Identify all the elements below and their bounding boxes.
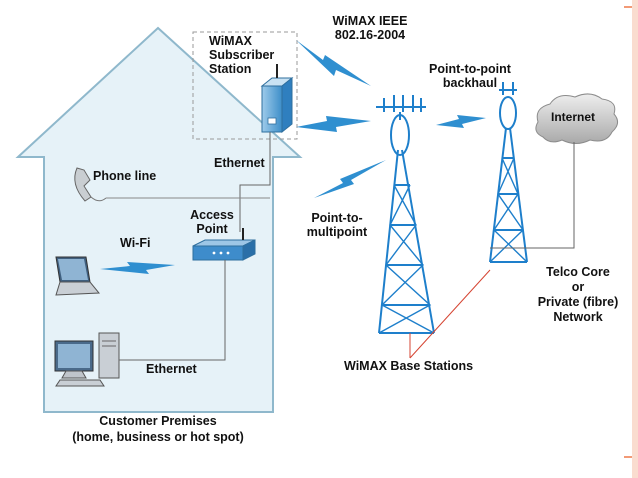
wifi-signal-bolt <box>100 262 175 274</box>
customer-premises-label: Customer Premises (home, business or hot… <box>72 414 244 444</box>
phone-icon <box>74 167 107 202</box>
subscriber-station-box <box>192 31 298 140</box>
access-point-label: Access Point <box>190 208 234 236</box>
laptop-icon <box>55 256 101 296</box>
customer-premises-house <box>15 26 303 413</box>
internet-cloud <box>535 93 618 144</box>
phone-line-label: Phone line <box>93 169 157 183</box>
backhaul-label: Point-to-point backhaul <box>429 62 511 90</box>
wifi-label: Wi-Fi <box>120 236 151 250</box>
subscriber-signal-bolt <box>296 116 371 132</box>
backhaul-signal-bolt <box>436 115 486 128</box>
telco-network-label: Telco Core or Private (fibre) Network <box>537 265 619 324</box>
frame-tick-top <box>624 6 632 8</box>
frame-bar <box>632 0 638 478</box>
base-station-tower-1 <box>376 95 435 334</box>
access-point-device <box>192 228 256 261</box>
desktop-computer-icon <box>54 332 120 387</box>
point-to-multipoint-label: Point-to- multipoint <box>306 211 368 239</box>
base-station-pointer-2 <box>409 269 491 359</box>
ethernet-top-label: Ethernet <box>214 156 265 170</box>
base-station-tower-2 <box>489 82 528 263</box>
standard-label: WiMAX IEEE 802.16-2004 <box>332 14 408 42</box>
subscriber-station-label: WiMAX Subscriber Station <box>209 34 275 76</box>
fibre-link <box>490 142 575 249</box>
ethernet-cable-bottom <box>119 260 226 361</box>
subscriber-station-device <box>260 64 294 134</box>
multipoint-signal-bolt <box>314 160 386 198</box>
ethernet-bottom-label: Ethernet <box>146 362 197 376</box>
base-stations-label: WiMAX Base Stations <box>344 359 474 373</box>
frame-tick-bottom <box>624 456 632 458</box>
internet-label: Internet <box>551 110 596 124</box>
uplink-signal-bolt <box>296 40 371 86</box>
ethernet-cable-top <box>239 132 271 232</box>
